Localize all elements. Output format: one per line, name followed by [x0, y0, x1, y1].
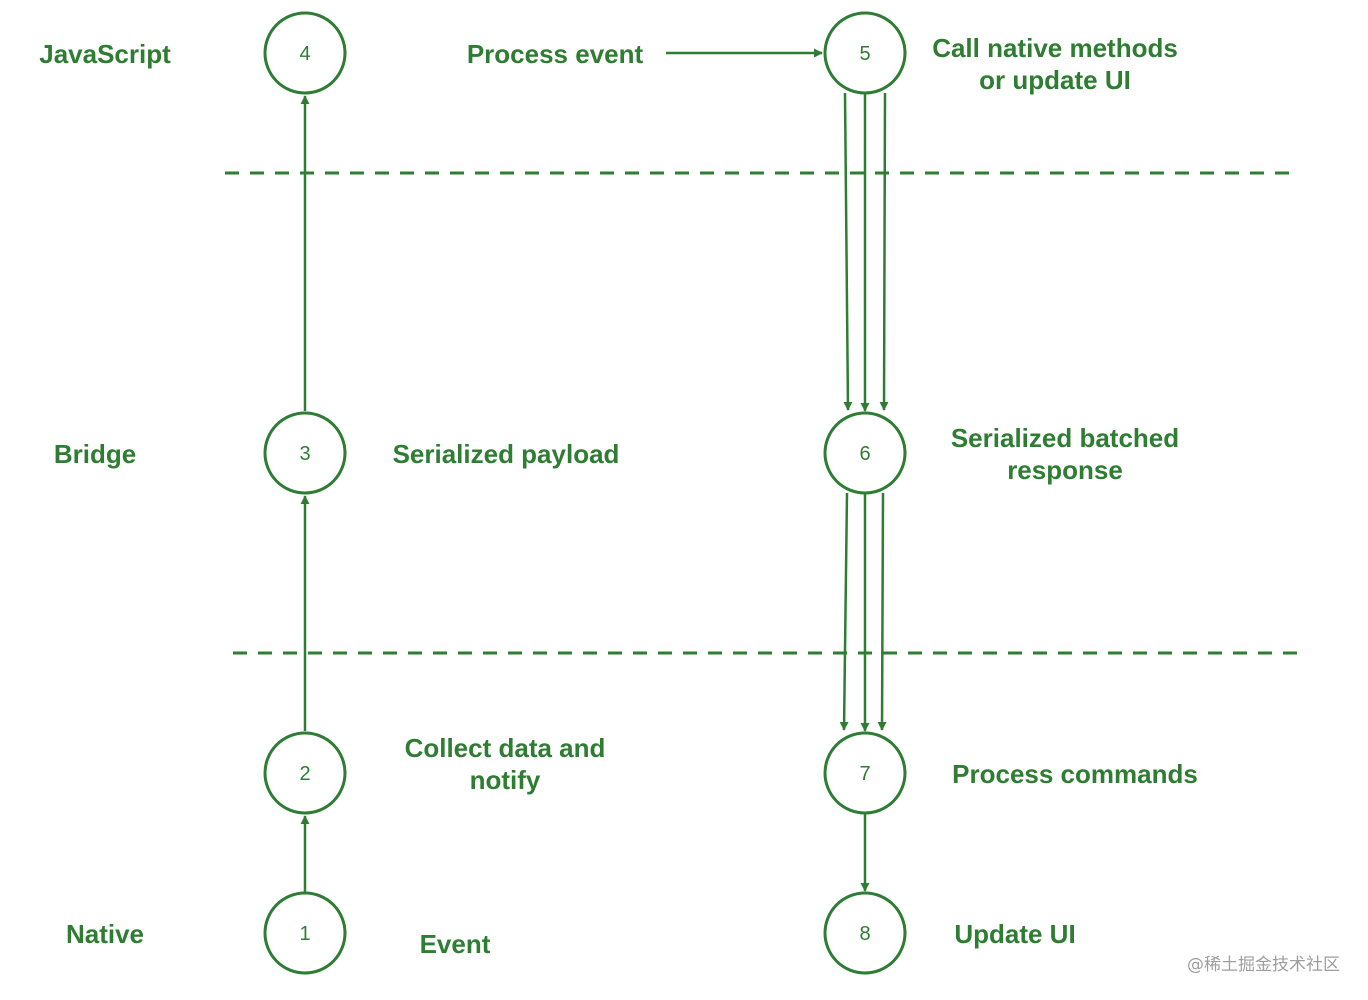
label-process-event: Process event — [467, 39, 644, 69]
node-4: 4 — [263, 11, 347, 95]
layer-label-bridge: Bridge — [54, 439, 136, 469]
node-3: 3 — [263, 411, 347, 495]
label-batched-line2: response — [1007, 455, 1123, 485]
node-8-number: 8 — [859, 923, 870, 945]
arrow-6-to-7-a — [839, 492, 849, 731]
node-4-number: 4 — [299, 43, 310, 65]
node-5: 5 — [823, 11, 907, 95]
node-2-number: 2 — [299, 763, 310, 785]
label-collect-line2: notify — [470, 765, 541, 795]
node-8: 8 — [823, 891, 907, 975]
node-3-number: 3 — [299, 443, 310, 465]
node-7: 7 — [823, 731, 907, 815]
layer-label-native: Native — [66, 919, 144, 949]
arrow-5-to-6-a — [843, 92, 853, 411]
label-update-ui: Update UI — [954, 919, 1075, 949]
node-1-number: 1 — [299, 923, 310, 945]
watermark: @稀土掘金技术社区 — [1187, 955, 1340, 975]
node-6-number: 6 — [859, 443, 870, 465]
node-6: 6 — [823, 411, 907, 495]
layer-label-javascript: JavaScript — [39, 39, 171, 69]
node-2: 2 — [263, 731, 347, 815]
label-batched-line1: Serialized batched — [951, 423, 1179, 453]
node-1: 1 — [263, 891, 347, 975]
label-serialized-payload: Serialized payload — [393, 439, 620, 469]
label-event: Event — [420, 929, 491, 959]
label-call-native-line2: or update UI — [979, 65, 1131, 95]
label-call-native-line1: Call native methods — [932, 33, 1178, 63]
label-process-commands: Process commands — [952, 759, 1198, 789]
node-5-number: 5 — [859, 43, 870, 65]
label-collect-line1: Collect data and — [405, 733, 606, 763]
node-7-number: 7 — [859, 763, 870, 785]
arrow-6-to-7-c — [877, 492, 887, 731]
arrow-5-to-6-c — [879, 92, 889, 411]
